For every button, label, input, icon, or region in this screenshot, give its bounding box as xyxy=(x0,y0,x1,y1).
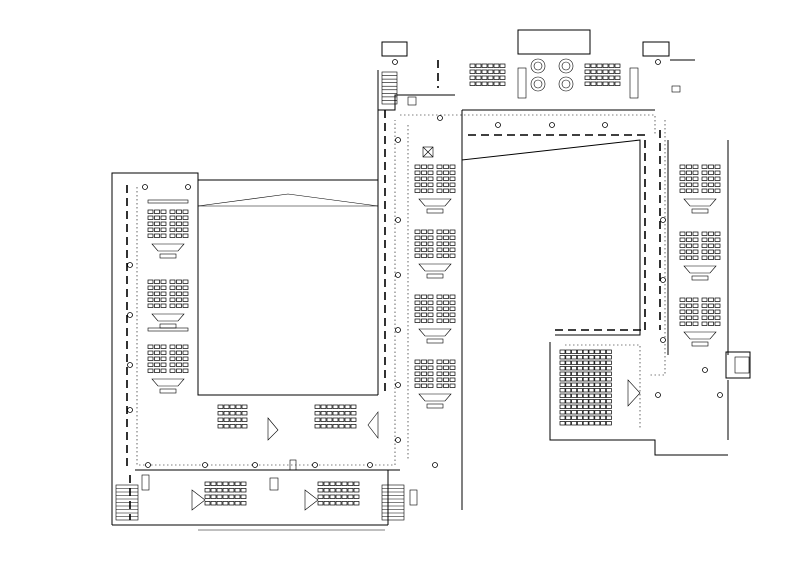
device-nodes xyxy=(127,59,723,468)
west-classroom-1-b xyxy=(169,209,189,238)
north-seating-east xyxy=(584,63,621,86)
central-classroom-1-b xyxy=(436,164,456,193)
west-classroom-3-b xyxy=(169,344,189,373)
corridor-lines xyxy=(136,114,666,466)
west-classroom-3 xyxy=(147,344,167,373)
central-classroom-3-b xyxy=(436,294,456,323)
round-table-3 xyxy=(530,76,546,92)
central-classroom-3 xyxy=(414,294,434,323)
west-classroom-2-b xyxy=(169,279,189,308)
central-classroom-4-b xyxy=(436,359,456,388)
seating-blocks xyxy=(147,58,721,511)
stairs xyxy=(115,71,405,521)
east-classroom-2-b xyxy=(701,231,721,260)
west-classroom-2 xyxy=(147,279,167,308)
central-classroom-2-b xyxy=(436,229,456,258)
east-classroom-1-b xyxy=(701,164,721,193)
marker-symbols xyxy=(141,85,681,506)
round-table-1 xyxy=(530,58,546,74)
building-outline xyxy=(111,29,751,531)
dashed-structure-lines xyxy=(126,60,661,520)
south-seating-2 xyxy=(314,404,357,429)
east-classroom-1 xyxy=(679,164,699,193)
south-seating-3 xyxy=(204,481,247,506)
east-classroom-3-b xyxy=(701,297,721,326)
central-classroom-1 xyxy=(414,164,434,193)
central-classroom-4 xyxy=(414,359,434,388)
south-seating-1 xyxy=(217,404,248,429)
central-classroom-2 xyxy=(414,229,434,258)
round-table-2 xyxy=(558,58,574,74)
south-seating-4 xyxy=(317,481,360,506)
east-classroom-3 xyxy=(679,297,699,326)
east-classroom-2 xyxy=(679,231,699,260)
lecture-hall-seating xyxy=(559,349,612,426)
north-seating-west xyxy=(469,63,506,86)
round-table-4 xyxy=(558,76,574,92)
west-classroom-1 xyxy=(147,209,167,238)
